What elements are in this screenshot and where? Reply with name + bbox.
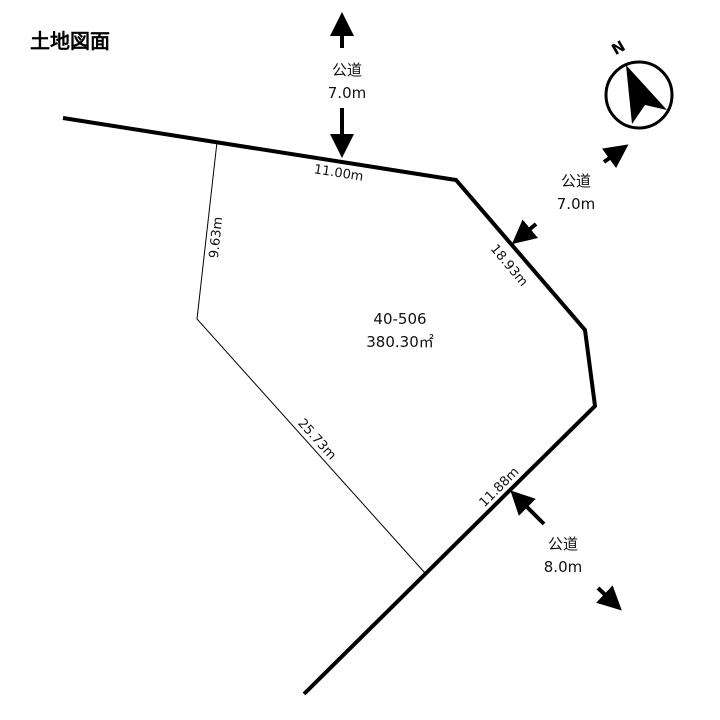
road-frontage-lines [62,116,598,696]
page-title: 土地図面 [30,29,110,53]
road-type-north: 公道 [332,61,362,79]
dimension-east-edge: 18.93m [487,242,531,290]
east-road-arrows [511,144,629,245]
dimension-west-edge: 9.63m [207,216,226,259]
dimension-southwest-edge: 25.73m [294,416,339,463]
road-width-east: 7.0m [557,195,595,213]
arrow-down-left-icon [511,219,538,245]
road-width-south: 8.0m [544,558,582,576]
road-type-south: 公道 [548,535,578,553]
dimension-southeast-edge: 11.88m [477,465,523,511]
compass-north-label: N [609,37,629,59]
north-compass-icon: N [604,37,674,130]
arrow-up-right-icon [602,144,629,169]
arrow-down-right-icon [596,585,622,611]
road-boundary [62,116,598,696]
neighbor-boundary [196,141,426,574]
road-width-north: 7.0m [328,84,366,102]
south-road-arrows [510,490,622,611]
lot-area: 380.30㎡ [366,333,434,351]
arrow-up-left-icon [510,490,546,526]
road-type-east: 公道 [561,172,591,190]
lot-number: 40-506 [373,310,426,328]
